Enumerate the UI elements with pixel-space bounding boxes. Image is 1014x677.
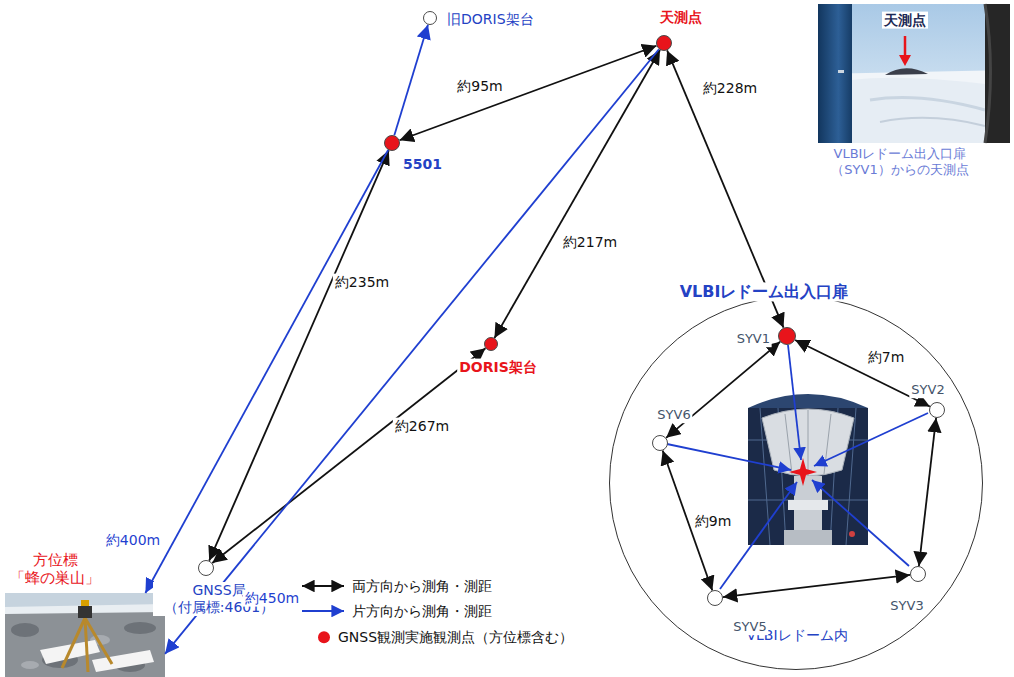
antenna-reference-star	[789, 458, 817, 486]
distance-label: 約217m	[561, 234, 619, 251]
syv3: SYV3	[910, 566, 926, 582]
legend-samples	[302, 586, 344, 611]
two-way-sight	[212, 348, 485, 563]
legend-row: GNSS観測実施観測点（方位標含む）	[318, 628, 573, 645]
photo-target-label: 天測点	[882, 12, 928, 29]
gnss-station: GNSS局 （付属標:4601）	[198, 560, 214, 576]
old-doris-mount: 旧DORIS架台	[423, 11, 437, 25]
syv2: SYV2	[929, 402, 945, 418]
distance-label: 約450m	[243, 590, 301, 607]
syv1-door: VLBIレドーム出入口扉SYV1	[778, 327, 796, 345]
antenna-photo	[748, 394, 868, 545]
point-label: SYV2	[909, 382, 946, 398]
legend-row: 片方向から測角・測距	[352, 602, 492, 619]
point-sublabel: SYV1	[735, 331, 772, 347]
two-way-sight	[666, 342, 780, 438]
point-label: 旧DORIS架台	[445, 11, 536, 28]
two-way-sight	[723, 575, 910, 597]
one-way-sight	[394, 25, 428, 136]
distance-label: 約400m	[104, 532, 162, 549]
point-label: SYV5	[731, 619, 768, 635]
inset-photo	[818, 4, 1010, 143]
one-way-sight	[145, 150, 388, 593]
distance-label: 約7m	[866, 349, 907, 366]
distance-label: 約228m	[701, 80, 759, 97]
azimuth-mark-photo	[5, 593, 165, 677]
syv6: SYV6	[652, 435, 668, 451]
astro-point: 天測点	[656, 35, 672, 51]
legend-swatch	[318, 631, 330, 643]
point-label: VLBIレドーム出入口扉	[678, 282, 851, 301]
antenna-sight-lines	[667, 345, 928, 589]
one-way-sight	[165, 49, 659, 654]
two-way-sight	[919, 418, 936, 566]
distance-label: 約267m	[393, 418, 451, 435]
distance-label: 約95m	[455, 78, 504, 95]
distance-label: 約9m	[693, 513, 734, 530]
point-label: 方位標 「蜂の巣山」	[1, 551, 109, 587]
azimuth-mark: 方位標 「蜂の巣山」	[5, 593, 165, 677]
point-label: SYV6	[655, 407, 692, 423]
legend-text: 両方向から測角・測距	[352, 578, 492, 594]
two-way-sight	[400, 46, 657, 140]
radome-circle: VLBIレドーム内VLBIレドーム出入口扉SYV1SYV2SYV3SYV5SYV…	[609, 296, 983, 670]
point-5501: 5501	[384, 135, 400, 151]
distance-label: 約235m	[333, 274, 391, 291]
point-label: SYV3	[888, 598, 925, 614]
legend-row: 両方向から測角・測距	[352, 577, 492, 594]
legend-text: GNSS観測実施観測点（方位標含む）	[338, 629, 573, 645]
photo-caption: VLBIレドーム出入口扉 （SYV1）からの天測点	[809, 146, 991, 177]
two-way-sight	[494, 50, 660, 338]
syv5: SYV5	[707, 590, 723, 606]
doris-mount: DORIS架台	[484, 337, 498, 351]
point-label: 天測点	[658, 9, 704, 26]
legend-text: 片方向から測角・測距	[352, 603, 492, 619]
point-label: DORIS架台	[457, 359, 539, 376]
point-label: 5501	[401, 156, 444, 173]
two-way-sight	[209, 150, 389, 560]
